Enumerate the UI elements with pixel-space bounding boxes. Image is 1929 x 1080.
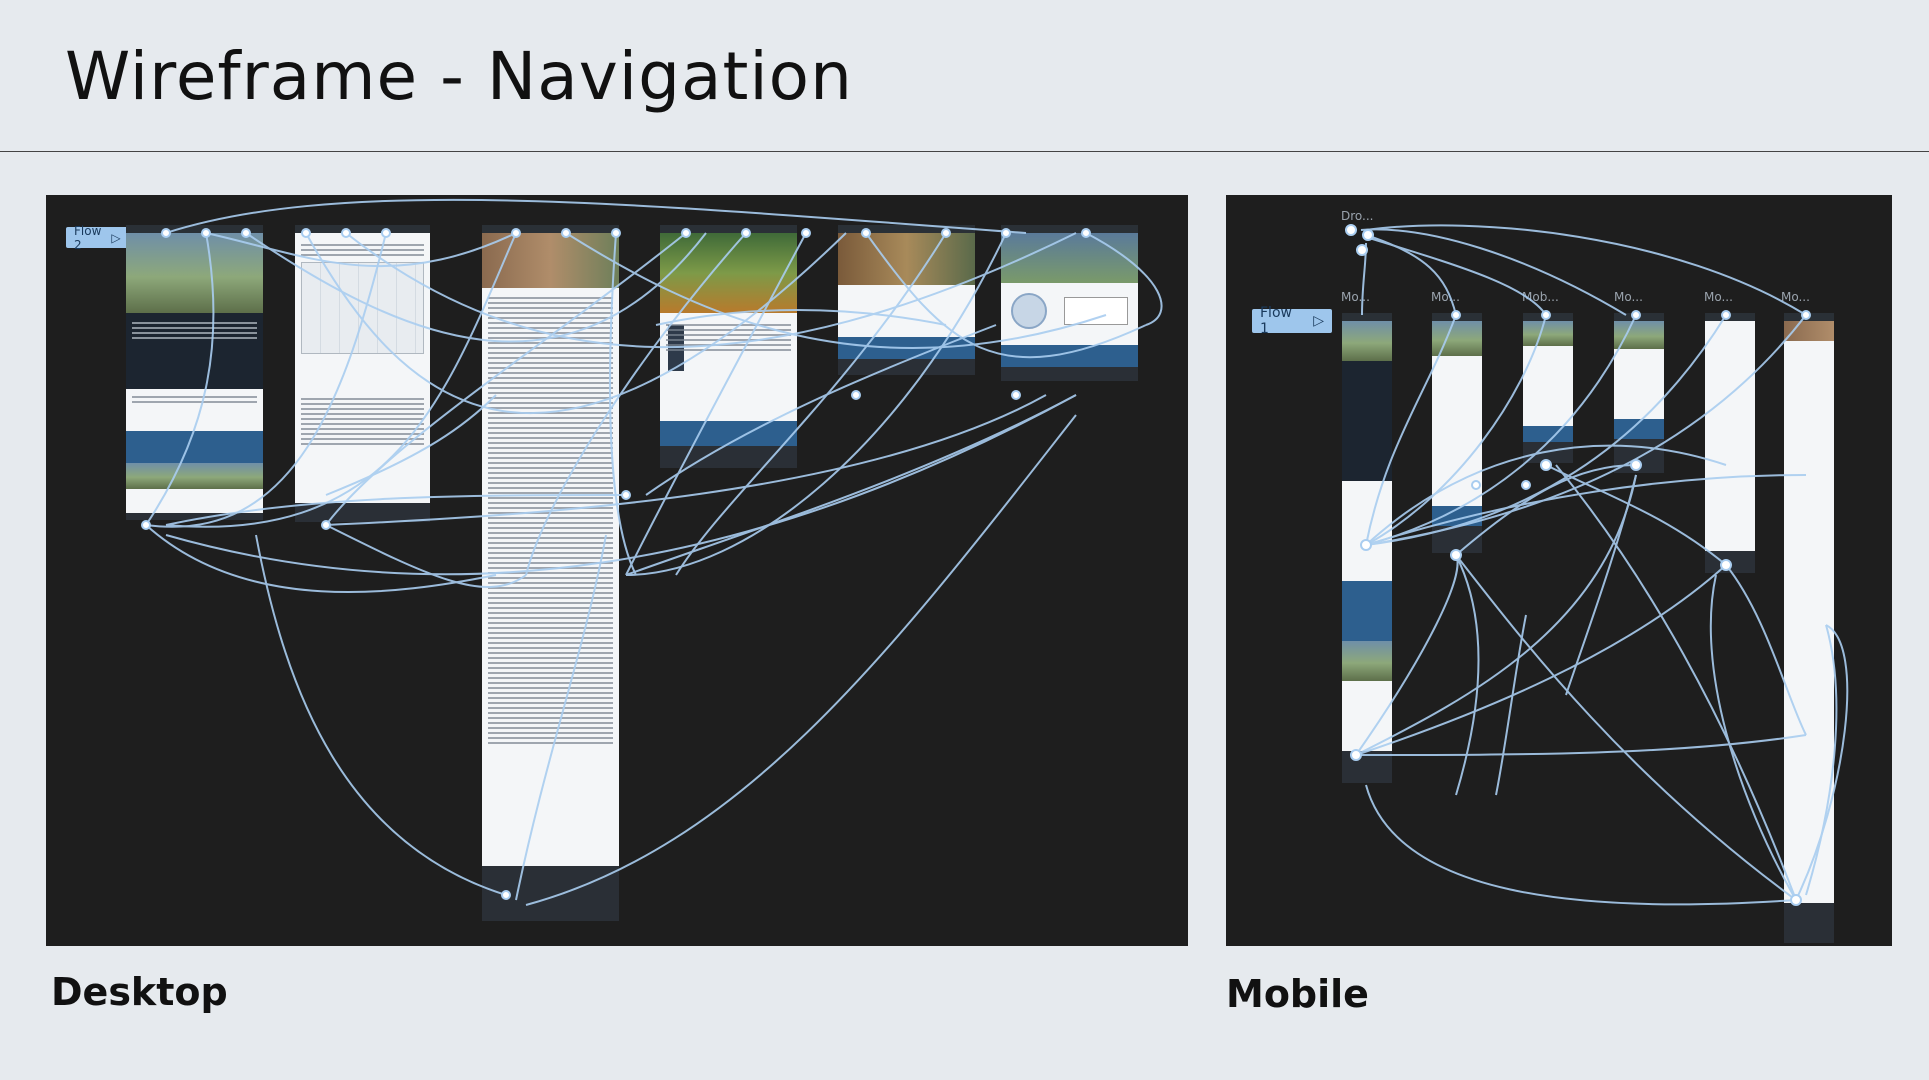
mobile-frame-label-6: Mo... xyxy=(1781,290,1810,304)
desktop-caption: Desktop xyxy=(51,970,228,1014)
desktop-frame-calendar[interactable] xyxy=(295,225,430,522)
title-divider xyxy=(0,151,1929,152)
flow-2-tag[interactable]: Flow 2 ▷ xyxy=(66,224,128,252)
desktop-frame-contact[interactable] xyxy=(1001,225,1138,381)
mobile-connector-lines xyxy=(1345,224,1849,906)
mobile-frame-home[interactable] xyxy=(1342,313,1392,783)
mobile-caption: Mobile xyxy=(1226,972,1369,1016)
mobile-canvas[interactable]: Dro... Flow 1 ▷ Mo... Mo... Mob... Mo...… xyxy=(1226,195,1892,946)
desktop-frame-home[interactable] xyxy=(126,225,263,520)
flow-1-tag[interactable]: Flow 1 ▷ xyxy=(1252,305,1332,337)
desktop-frame-store[interactable] xyxy=(838,225,975,375)
mobile-frame-newsletter[interactable] xyxy=(1784,313,1834,943)
desktop-connector-lines xyxy=(141,198,1163,906)
mobile-frame-label-4: Mo... xyxy=(1614,290,1643,304)
page-title: Wireframe - Navigation xyxy=(65,38,853,115)
mobile-frame-label-5: Mo... xyxy=(1704,290,1733,304)
desktop-frame-newsletter[interactable] xyxy=(482,225,619,921)
mobile-frame-label-2: Mo... xyxy=(1431,290,1460,304)
flow-2-label: Flow 2 xyxy=(74,223,102,252)
play-triangle-icon: ▷ xyxy=(111,230,121,245)
flow-1-label: Flow 1 xyxy=(1260,305,1292,337)
mobile-frame-label-dropdown: Dro... xyxy=(1341,209,1374,223)
desktop-canvas[interactable]: Flow 2 ▷ xyxy=(46,195,1188,946)
play-triangle-icon: ▷ xyxy=(1313,313,1324,329)
